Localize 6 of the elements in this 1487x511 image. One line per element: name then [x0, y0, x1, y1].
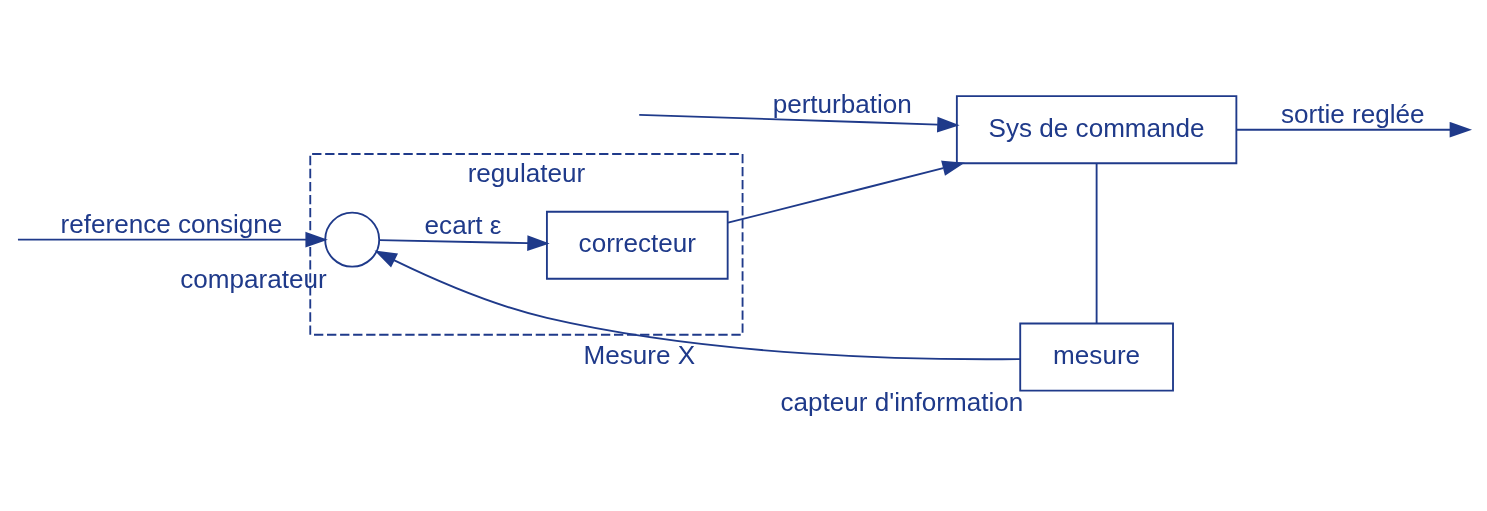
- edge-label: sortie reglée: [1281, 98, 1425, 129]
- edge-label: perturbation: [772, 89, 912, 120]
- node-label: comparateur: [180, 263, 327, 294]
- edge-label: Mesure X: [583, 339, 696, 370]
- edge-label: reference consigne: [60, 208, 283, 239]
- edge-label: ecart ε: [424, 210, 502, 241]
